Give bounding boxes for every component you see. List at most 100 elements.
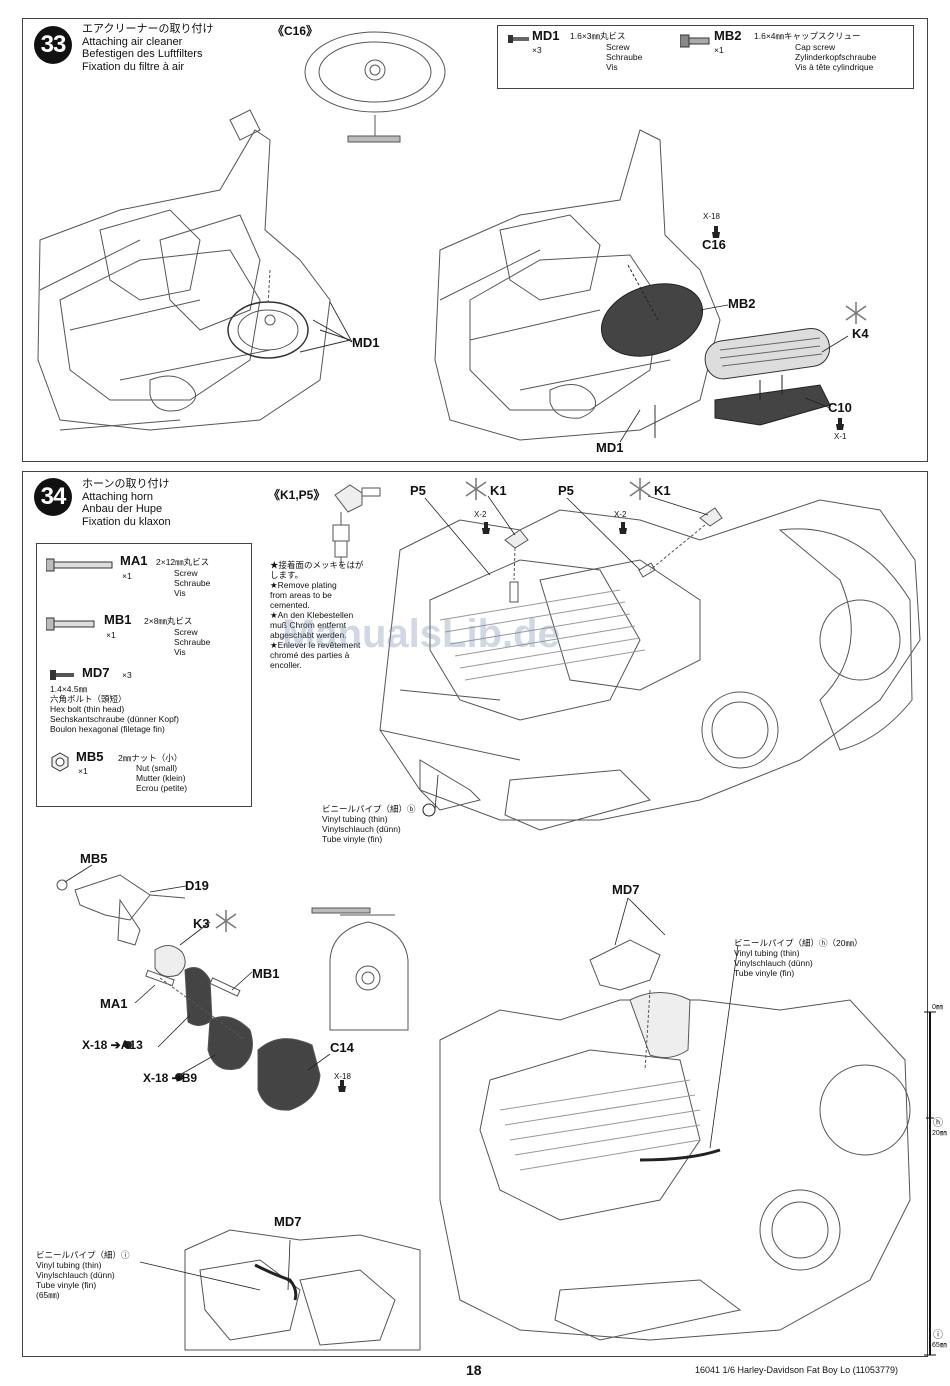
inset-label-c16: 《C16》 <box>272 24 319 38</box>
part-ma1-fr: Vis <box>174 588 186 598</box>
part-md7-de: Sechskantschraube (dünner Kopf) <box>50 714 179 724</box>
plating-note-line: ★接着面のメッキをはが <box>270 560 364 570</box>
footer-model-info: 16041 1/6 Harley-Davidson Fat Boy Lo (11… <box>695 1365 898 1375</box>
part-md1-en: Screw <box>606 42 630 52</box>
horn-part-b9 <box>207 1016 253 1070</box>
part-md7-qty: ×3 <box>122 670 132 680</box>
part-mb2-spec: 1.6×4㎜キャップスクリュー <box>754 31 861 41</box>
step-33-parts-box <box>497 25 914 89</box>
label-mb1: MB1 <box>252 966 280 981</box>
plating-note-line: abgeschabt werden. <box>270 630 347 640</box>
part-mb5-spec: 2㎜ナット（小） <box>118 753 183 763</box>
label-x18-c14: X-18 <box>334 1072 351 1081</box>
label-a13: X-18 ➔A13 <box>82 1038 143 1052</box>
part-md1-code: MD1 <box>532 28 560 43</box>
vinyl-i-en: Vinyl tubing (thin) <box>36 1260 102 1270</box>
label-c14: C14 <box>330 1040 354 1055</box>
part-mb1-code: MB1 <box>104 612 132 627</box>
horn-cover-inset <box>329 921 409 1031</box>
part-ma1-code: MA1 <box>120 553 148 568</box>
plating-note: ★接着面のメッキをはが します。 ★Remove plating from ar… <box>270 560 364 670</box>
step-33-number: 33 <box>40 31 67 58</box>
ruler-bottom-value: 65㎜ <box>932 1342 947 1349</box>
label-x2-left: X-2 <box>474 510 487 519</box>
step-33-title-de: Befestigen des Luftfilters <box>82 48 203 60</box>
step-33-frame <box>22 18 928 462</box>
label-k4: K4 <box>852 326 869 341</box>
part-mb1-fr: Vis <box>174 647 186 657</box>
part-mb1-spec: 2×8㎜丸ビス <box>144 616 193 626</box>
plating-note-line: encoller. <box>270 660 302 670</box>
part-mb5-fr: Ecrou (petite) <box>136 783 188 793</box>
step-34-title-jp: ホーンの取り付け <box>82 478 170 490</box>
part-ma1-qty: ×1 <box>122 571 132 581</box>
engine-bottom-right <box>439 999 911 1341</box>
ruler-bottom-letter: ⓘ <box>933 1330 943 1341</box>
step-34-title: ホーンの取り付け Attaching horn Anbau der Hupe F… <box>82 478 171 528</box>
vinyl-h-de: Vinylschlauch (dünn) <box>734 958 813 968</box>
step-33-title-fr: Fixation du filtre à air <box>82 60 185 73</box>
vinyl-h-en: Vinyl tubing (thin) <box>734 948 800 958</box>
part-md1-fr: Vis <box>606 62 618 72</box>
plating-note-line: ★Enlever le revêtement <box>270 640 361 650</box>
label-md7-bottom: MD7 <box>274 1214 302 1229</box>
step-34-title-en: Attaching horn <box>82 490 153 503</box>
part-md7-en: Hex bolt (thin head) <box>50 704 125 714</box>
part-md7-spec: 1.4×4.5㎜ <box>50 684 88 694</box>
spark-plug-inset <box>332 484 381 566</box>
horn-cover-c14 <box>257 1038 321 1111</box>
part-md1-qty: ×3 <box>532 45 542 55</box>
vinyl-i-fr: Tube vinyle (fin) <box>36 1280 97 1290</box>
vinyl-i-de: Vinylschlauch (dünn) <box>36 1270 115 1280</box>
plating-note-line: muß Chrom entfernt <box>270 620 347 630</box>
plating-note-line: from areas to be <box>270 590 332 600</box>
step-33-drawings <box>37 31 867 443</box>
engine-top <box>379 499 921 831</box>
screw-mb1 <box>209 977 241 997</box>
plating-note-line: ★An den Klebestellen <box>270 610 354 620</box>
bike-frame-right <box>434 129 721 441</box>
label-p5-left: P5 <box>410 483 426 498</box>
step-34-badge: 34 <box>34 478 72 516</box>
label-md1-right: MD1 <box>596 440 624 455</box>
part-mb1-en: Screw <box>174 627 198 637</box>
engine-detail-bottom <box>184 1229 421 1351</box>
label-md7-top: MD7 <box>612 882 640 897</box>
vinyl-tubing-note-b: ビニールパイプ（細）ⓑ Vinyl tubing (thin) Vinylsch… <box>322 804 416 844</box>
part-mb5-en: Nut (small) <box>136 763 178 773</box>
tubing-marker-b <box>422 803 436 817</box>
vinyl-b-en: Vinyl tubing (thin) <box>322 814 388 824</box>
part-mb2-qty: ×1 <box>714 45 724 55</box>
part-ma1-spec: 2×12㎜丸ビス <box>156 557 210 567</box>
part-mb1-qty: ×1 <box>106 630 116 640</box>
screw-long-icon <box>46 558 113 572</box>
vinyl-tubing-note-i: ビニールパイプ（細）ⓘ Vinyl tubing (thin) Vinylsch… <box>36 1250 130 1300</box>
step-34-number: 34 <box>40 483 67 510</box>
screw-medium-icon <box>46 617 95 631</box>
part-mb2-fr: Vis à tête cylindrique <box>795 62 874 72</box>
screw-ma1 <box>145 969 175 987</box>
part-ma1-de: Schraube <box>174 578 211 588</box>
step-34-title-de: Anbau der Hupe <box>82 503 163 515</box>
screw-icon <box>508 35 529 43</box>
part-ma1-en: Screw <box>174 568 198 578</box>
step-33-title-en: Attaching air cleaner <box>82 35 183 48</box>
step-34-frame <box>22 471 928 1357</box>
label-x1: X-1 <box>834 432 847 441</box>
plating-note-line: chromé des parties à <box>270 650 350 660</box>
part-mb5-qty: ×1 <box>78 766 88 776</box>
air-cleaner-cover-inset <box>304 31 446 113</box>
horn-bracket-d19 <box>74 874 186 946</box>
part-mb5-code: MB5 <box>76 749 104 764</box>
label-x2-right: X-2 <box>614 510 627 519</box>
label-k1-right: K1 <box>654 483 671 498</box>
part-md7-fr: Boulon hexagonal (filetage fin) <box>50 724 165 734</box>
vinyl-tubing-note-h: ビニールパイプ（細）ⓗ（20㎜） Vinyl tubing (thin) Vin… <box>734 938 862 978</box>
label-d19: D19 <box>185 878 209 893</box>
part-md1-de: Schraube <box>606 52 643 62</box>
label-k3: K3 <box>193 916 210 931</box>
step-33-title: エアクリーナーの取り付け Attaching air cleaner Befes… <box>82 23 213 73</box>
horn-right <box>629 992 691 1059</box>
